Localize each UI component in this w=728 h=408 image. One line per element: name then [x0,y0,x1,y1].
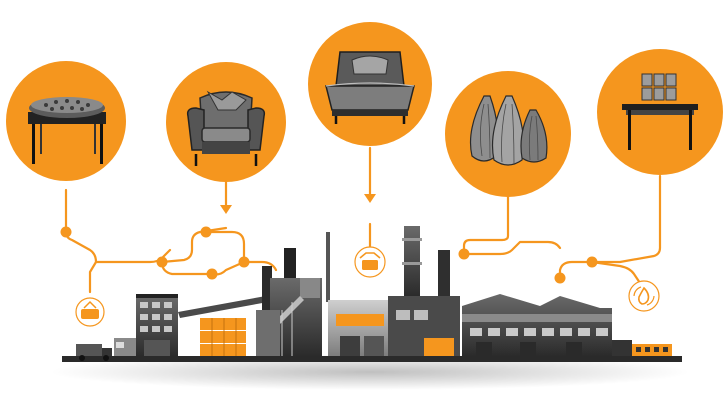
bed-icon [325,51,415,124]
connector-line-4 [462,194,510,256]
connector-line-2b [160,226,228,264]
tufted-ottoman-table-icon [28,97,106,164]
wood-cutting-icon [75,297,105,327]
connector-line-1b [88,260,98,294]
arrow-down-3 [364,194,376,203]
connector-line-1 [64,188,172,264]
factory-complex [62,226,682,362]
armchair-icon [186,90,266,166]
truck-2 [114,338,136,356]
connector-lines [64,146,662,294]
junction-dot [200,226,212,238]
junction-dot [238,256,250,268]
orange-container-stack [200,318,246,356]
recycle-flame-icon [628,280,660,312]
ground-shadow [50,354,690,390]
cube-shelf-table-icon [622,73,698,150]
junction-dot [156,256,168,268]
connector-line-2d [160,260,278,276]
truck [76,344,112,361]
conveyor-bridge [178,296,268,318]
warehouse-right [462,294,612,356]
product-circle-bed [308,22,432,146]
arrow-down-2 [220,205,232,214]
hands-box-icon [354,246,386,278]
junction-dot [458,248,470,260]
product-circle-vases [445,71,571,197]
office-building-left [136,294,178,356]
junction-dot [60,226,72,238]
junction-dots [60,226,598,284]
junction-dot [554,272,566,284]
connector-line-4b [462,240,562,256]
product-circle-ottoman-table [6,61,126,181]
ceramic-vases-icon [469,95,548,166]
connector-line-5 [590,174,662,264]
mid-building [256,300,388,356]
smokestack-tower [388,226,460,356]
small-building-right [612,340,672,356]
product-circle-armchair [166,62,286,182]
connector-line-5c [590,260,644,288]
junction-dot [586,256,598,268]
connector-line-5b [558,260,594,280]
junction-dot [206,268,218,280]
connector-line-2c [204,230,246,264]
product-circle-shelf-table [597,49,723,175]
